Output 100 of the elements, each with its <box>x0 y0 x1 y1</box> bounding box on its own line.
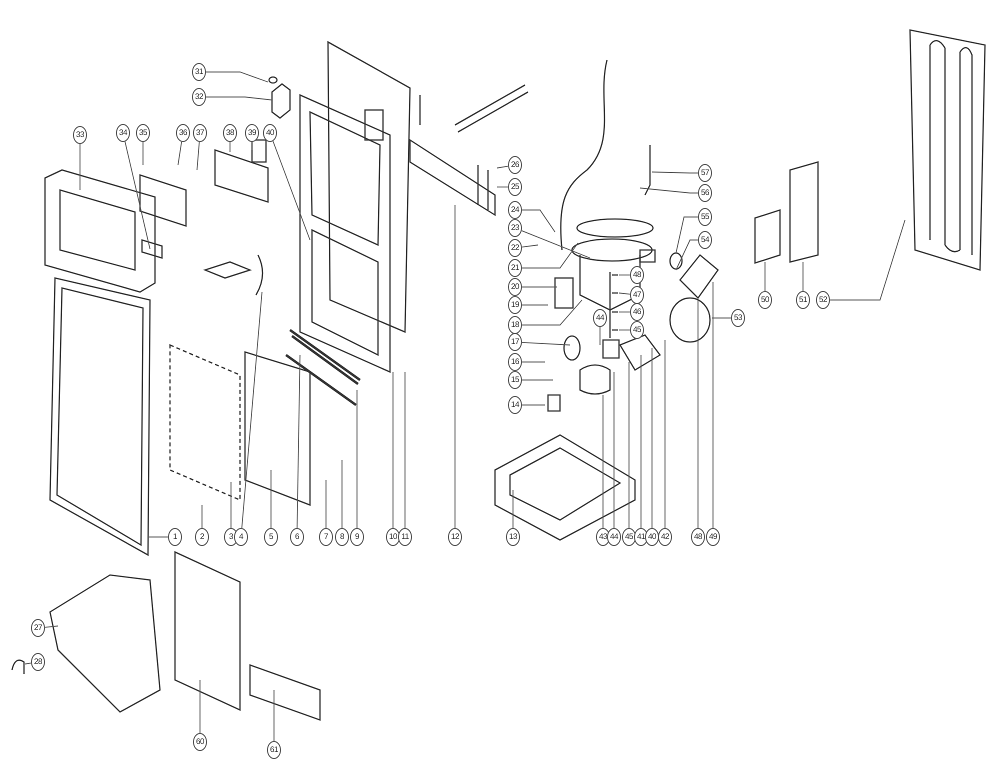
leader-line <box>512 490 514 528</box>
leader-line <box>712 282 714 528</box>
callout-number: 43 <box>596 528 610 546</box>
callout-number: 6 <box>290 528 304 546</box>
callout-number: 27 <box>31 619 45 637</box>
callout-number: 46 <box>630 303 644 321</box>
leader-line <box>802 262 804 292</box>
callout-number: 55 <box>698 208 712 226</box>
leader-line <box>296 354 300 528</box>
callout-number: 57 <box>698 164 712 182</box>
leader-line <box>640 188 698 194</box>
callout-number: 25 <box>508 178 522 196</box>
leader-line <box>521 230 590 258</box>
callout-number: 44 <box>593 309 607 327</box>
leader-line <box>522 404 546 406</box>
callout-number: 50 <box>758 291 772 309</box>
leader-line <box>628 362 630 528</box>
leader-line <box>496 166 509 168</box>
leader-line <box>356 390 358 528</box>
callout-number: 61 <box>267 741 281 759</box>
leader-line <box>44 626 58 628</box>
leader-line <box>142 142 144 166</box>
callout-number: 34 <box>116 124 130 142</box>
leader-line <box>206 96 272 100</box>
callout-number: 22 <box>508 239 522 257</box>
leader-line <box>618 292 630 295</box>
callout-number: 17 <box>508 333 522 351</box>
callout-number: 41 <box>634 528 648 546</box>
callout-number: 9 <box>350 528 364 546</box>
callout-number: 4 <box>234 528 248 546</box>
callout-number: 15 <box>508 371 522 389</box>
leader-line <box>652 172 698 174</box>
callout-number: 39 <box>245 124 259 142</box>
leader-line <box>454 204 456 528</box>
leader-line <box>196 142 200 170</box>
callout-number: 23 <box>508 219 522 237</box>
callout-number: 40 <box>645 528 659 546</box>
leader-line <box>148 536 168 538</box>
callout-number: 24 <box>508 201 522 219</box>
callout-number: 36 <box>176 124 190 142</box>
leader-line <box>830 220 906 300</box>
leader-line <box>602 394 604 528</box>
callout-number: 5 <box>264 528 278 546</box>
callout-number: 18 <box>508 316 522 334</box>
leader-line <box>764 262 766 292</box>
leader-line <box>24 662 32 664</box>
callout-number: 7 <box>319 528 333 546</box>
leader-line <box>230 482 232 528</box>
leader-line <box>272 140 310 240</box>
leader-line <box>664 340 666 528</box>
callout-number: 51 <box>796 291 810 309</box>
callout-number: 10 <box>386 528 400 546</box>
leader-line <box>522 286 558 288</box>
callout-number: 16 <box>508 353 522 371</box>
leader-line <box>124 141 150 250</box>
callout-number: 35 <box>136 124 150 142</box>
callout-number: 45 <box>630 321 644 339</box>
leader-line <box>496 186 508 188</box>
callout-number: 40 <box>263 124 277 142</box>
callout-number: 33 <box>73 126 87 144</box>
callout-number: 13 <box>506 528 520 546</box>
leader-line <box>522 210 556 232</box>
leader-line <box>522 300 582 326</box>
callout-number: 38 <box>223 124 237 142</box>
callout-number: 32 <box>192 88 206 106</box>
callout-number: 8 <box>335 528 349 546</box>
callout-number: 28 <box>31 653 45 671</box>
leader-line <box>522 244 538 248</box>
callout-number: 49 <box>706 528 720 546</box>
leader-line <box>676 216 698 254</box>
callout-number: 37 <box>193 124 207 142</box>
leader-line <box>522 304 548 306</box>
leader-line <box>640 354 642 528</box>
callout-number: 20 <box>508 278 522 296</box>
callout-number: 54 <box>698 231 712 249</box>
callout-number: 1 <box>168 528 182 546</box>
callout-number: 19 <box>508 296 522 314</box>
callout-number: 53 <box>731 309 745 327</box>
callout-number: 26 <box>508 156 522 174</box>
callout-number: 31 <box>192 63 206 81</box>
leader-line <box>618 274 630 276</box>
leader-line <box>206 72 268 82</box>
callout-number: 60 <box>193 733 207 751</box>
leader-line <box>392 372 394 528</box>
leader-line <box>241 292 262 529</box>
leader-line <box>178 141 182 166</box>
leader-line <box>404 372 406 528</box>
callout-number: 42 <box>658 528 672 546</box>
callout-number: 14 <box>508 396 522 414</box>
leader-line <box>676 240 698 270</box>
callout-number: 48 <box>691 528 705 546</box>
callout-number: 21 <box>508 259 522 277</box>
callout-number: 11 <box>398 528 412 546</box>
callout-number: 12 <box>448 528 462 546</box>
callout-number: 52 <box>816 291 830 309</box>
leader-line <box>522 242 578 268</box>
leader-line <box>270 470 272 528</box>
callout-number: 48 <box>630 266 644 284</box>
callout-number: 44 <box>607 528 621 546</box>
callout-number: 56 <box>698 184 712 202</box>
